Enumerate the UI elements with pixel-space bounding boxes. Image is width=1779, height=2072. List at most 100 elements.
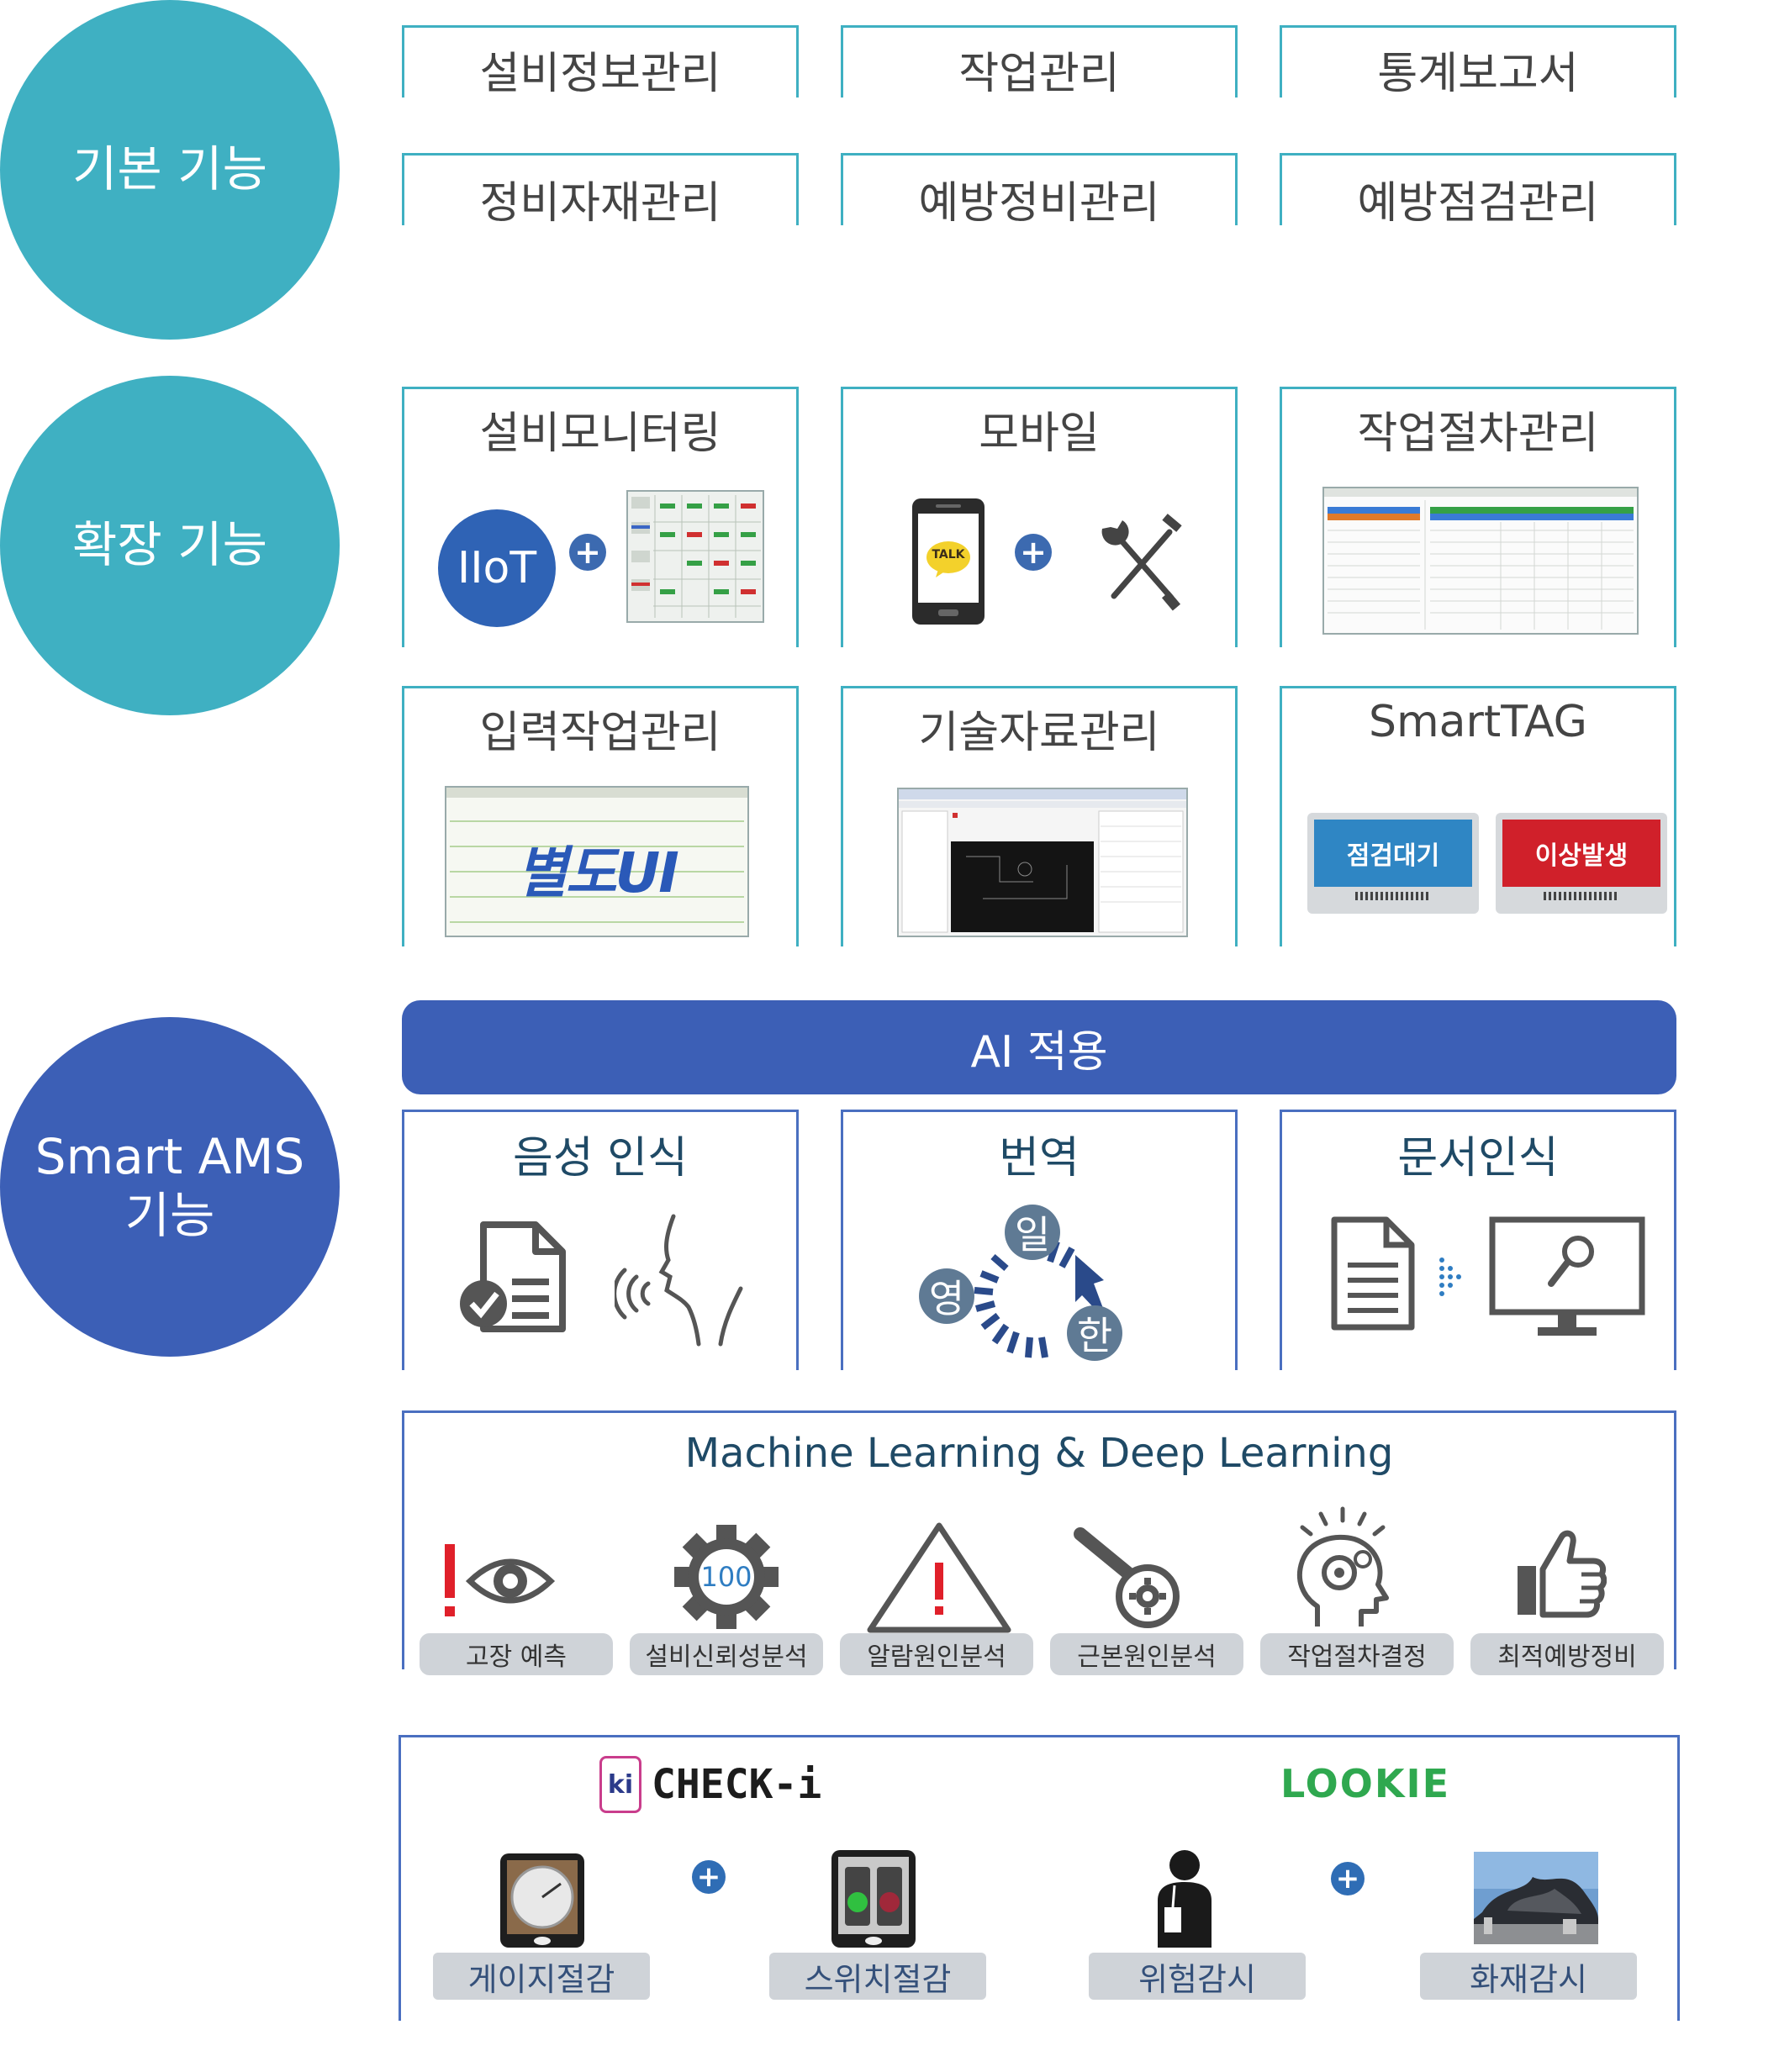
basic-tab-preventive-maint[interactable]: 예방정비관리: [841, 153, 1238, 229]
ext-card-mobile[interactable]: 모바일 TALK +: [841, 387, 1238, 647]
smarttag-standby-tag: 점검대기: [1307, 813, 1479, 914]
basic-tab-label: 설비정보관리: [479, 49, 721, 99]
extended-functions-circle: 확장 기능: [0, 376, 340, 715]
document-check-icon: [458, 1220, 567, 1337]
iiot-badge: IIoT: [438, 509, 556, 627]
ml-item-root-cause-analysis: 근본원인분석: [1050, 1633, 1243, 1675]
fire-monitoring-image: [1474, 1852, 1598, 1944]
smart-ams-label-line2: 기능: [124, 1187, 215, 1244]
ml-item-procedure-decision: 작업절차결정: [1260, 1633, 1454, 1675]
barcode-icon: [1544, 892, 1619, 900]
korean-label: 한: [1076, 1313, 1113, 1358]
japanese-bubble: 일: [1005, 1205, 1060, 1260]
iiot-label: IIoT: [457, 543, 537, 593]
english-bubble: 영: [919, 1268, 974, 1324]
ai-card-title: 번역: [999, 1133, 1080, 1184]
ai-card-voice[interactable]: 음성 인식: [402, 1110, 799, 1370]
smarttag-alert-tag: 이상발생: [1496, 813, 1667, 914]
app-item-gauge-reduction: 게이지절감: [433, 1953, 650, 2000]
english-label: 영: [928, 1276, 965, 1321]
ext-card-title: 모바일: [979, 409, 1100, 459]
ai-card-title: 음성 인식: [513, 1133, 688, 1184]
ml-item-reliability-analysis: 설비신뢰성분석: [630, 1633, 823, 1675]
ai-card-ocr[interactable]: 문서인식: [1280, 1110, 1676, 1370]
smart-ams-label-line1: Smart AMS: [34, 1128, 305, 1186]
ai-card-translate[interactable]: 번역 일 영 한: [841, 1110, 1238, 1370]
ext-card-procedure[interactable]: 작업절차관리: [1280, 387, 1676, 647]
basic-tab-label: 작업관리: [958, 49, 1120, 99]
basic-tab-label: 정비자재관리: [479, 178, 721, 229]
monitor-search-icon: [1489, 1216, 1645, 1342]
ai-applied-label: AI 적용: [970, 1026, 1108, 1078]
failure-prediction-eye-icon: [441, 1539, 567, 1623]
reliability-gear-icon: 100: [672, 1522, 781, 1632]
ext-card-title: 작업절차관리: [1357, 409, 1599, 459]
japanese-label: 일: [1014, 1212, 1051, 1257]
talk-label: TALK: [932, 548, 965, 561]
lookie-logo: LOOKIE: [1280, 1761, 1451, 1806]
korean-bubble: 한: [1067, 1305, 1122, 1361]
arrow-dots-icon: [1437, 1253, 1470, 1304]
extended-functions-label: 확장 기능: [72, 516, 267, 574]
ext-card-monitoring[interactable]: 설비모니터링 IIoT +: [402, 387, 799, 647]
plus-icon: +: [569, 534, 606, 571]
separate-ui-overlay-text: 별도UI: [516, 841, 679, 905]
plus-icon: +: [1015, 534, 1052, 571]
checki-logo-icon: ki: [599, 1756, 641, 1813]
root-cause-search-icon: [1065, 1522, 1191, 1632]
basic-tab-statistics[interactable]: 통계보고서: [1280, 25, 1676, 99]
ai-applied-bar: AI 적용: [402, 1000, 1676, 1094]
translation-cycle-icon: 일 영 한: [911, 1196, 1171, 1373]
ext-card-title: 입력작업관리: [479, 708, 721, 758]
app-item-risk-monitoring: 위험감시: [1089, 1953, 1306, 2000]
tools-icon: [1095, 514, 1188, 614]
barcode-icon: [1355, 892, 1431, 900]
ext-card-input-work[interactable]: 입력작업관리 별도UI: [402, 686, 799, 946]
ext-card-title: 기술자료관리: [918, 708, 1160, 758]
document-icon: [1329, 1215, 1417, 1332]
app-item-fire-monitoring: 화재감시: [1420, 1953, 1637, 2000]
basic-functions-label: 기본 기능: [72, 140, 267, 198]
basic-tab-label: 예방점검관리: [1357, 178, 1599, 229]
app-item-switch-reduction: 스위치절감: [769, 1953, 986, 2000]
switch-tablet-image: [830, 1848, 917, 1949]
procedure-table-thumbnail: [1322, 487, 1639, 635]
plus-icon: +: [1331, 1862, 1365, 1895]
basic-tab-equipment-info[interactable]: 설비정보관리: [402, 25, 799, 99]
alarm-warning-icon: [863, 1519, 1015, 1637]
ext-card-title: 설비모니터링: [479, 409, 721, 459]
standby-tag-label: 점검대기: [1314, 820, 1472, 887]
gauge-tablet-image: [499, 1852, 586, 1949]
basic-tab-work[interactable]: 작업관리: [841, 25, 1238, 99]
apps-panel: ki CHECK-i LOOKIE +: [399, 1735, 1680, 2021]
ml-item-alarm-cause-analysis: 알람원인분석: [840, 1633, 1033, 1675]
basic-tab-materials[interactable]: 정비자재관리: [402, 153, 799, 229]
checki-logo: ki CHECK-i: [599, 1754, 821, 1815]
thumbs-up-icon: [1514, 1527, 1607, 1620]
gear-value: 100: [700, 1561, 752, 1593]
checki-logo-text: CHECK-i: [652, 1761, 822, 1808]
worker-risk-image: [1149, 1848, 1220, 1949]
speaking-face-icon: [612, 1213, 749, 1347]
procedure-decision-head-icon: [1284, 1505, 1402, 1632]
smart-ams-circle: Smart AMS 기능: [0, 1017, 340, 1357]
ml-dl-panel: Machine Learning & Deep Learning: [402, 1410, 1676, 1675]
ext-card-smarttag[interactable]: SmartTAG 점검대기 이상발생: [1280, 686, 1676, 946]
dashboard-grid-icon: [628, 492, 763, 621]
ml-item-optimal-preventive-maint: 최적예방정비: [1470, 1633, 1664, 1675]
basic-functions-circle: 기본 기능: [0, 0, 340, 340]
ml-item-failure-prediction: 고장 예측: [420, 1633, 613, 1675]
ai-card-title: 문서인식: [1397, 1133, 1559, 1184]
basic-tab-label: 통계보고서: [1377, 49, 1579, 99]
basic-tab-label: 예방정비관리: [918, 178, 1160, 229]
ml-dl-title: Machine Learning & Deep Learning: [684, 1430, 1394, 1477]
ext-card-tech-docs[interactable]: 기술자료관리: [841, 686, 1238, 946]
smartphone-icon: TALK: [911, 497, 986, 626]
input-work-thumbnail: 별도UI: [445, 786, 749, 937]
plus-icon: +: [692, 1860, 726, 1894]
monitoring-dashboard-thumbnail: [626, 490, 764, 623]
basic-tab-preventive-inspect[interactable]: 예방점검관리: [1280, 153, 1676, 229]
tech-docs-thumbnail: [897, 788, 1188, 937]
ext-card-title: SmartTAG: [1369, 697, 1587, 747]
alert-tag-label: 이상발생: [1502, 820, 1660, 887]
